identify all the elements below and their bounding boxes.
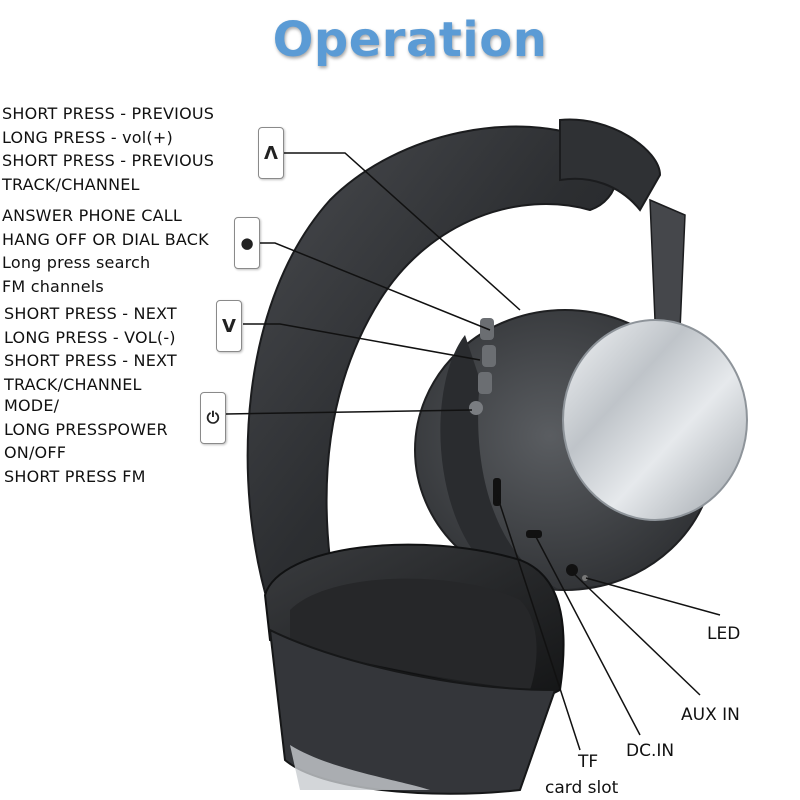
desc-line: SHORT PRESS - NEXT [4, 351, 177, 370]
desc-line: HANG OFF OR DIAL BACK [2, 229, 209, 249]
power-icon: ⏻ [200, 392, 226, 444]
desc-line: LONG PRESSPOWER [4, 419, 168, 439]
leader-line-led [585, 577, 721, 616]
leader-line-up [283, 152, 521, 311]
leader-line-call [259, 242, 491, 331]
leader-line-aux [571, 571, 701, 696]
desc-line: TRACK/CHANNEL [2, 174, 140, 194]
chevron-down-icon: V [216, 300, 242, 352]
desc-line: FM channels [2, 276, 104, 296]
button-description-up: SHORT PRESS - PREVIOUS LONG PRESS - vol(… [2, 102, 214, 196]
port-label-tf-card-slot: card slot [545, 778, 619, 798]
leader-line-tf [496, 494, 581, 751]
port-label-led: LED [707, 624, 741, 644]
leader-line-power [225, 409, 473, 415]
leader-line-dc [534, 534, 641, 736]
ear-cup-plate [562, 319, 748, 521]
desc-line: ON/OFF [4, 443, 67, 462]
chevron-up-icon: Λ [258, 127, 284, 179]
desc-line: SHORT PRESS FM [4, 466, 146, 486]
desc-line: LONG PRESS - vol(+) [2, 127, 173, 147]
desc-line: LONG PRESS - VOL(-) [4, 327, 176, 347]
port-label-dc: DC.IN [626, 741, 675, 761]
button-description-call: ANSWER PHONE CALL HANG OFF OR DIAL BACK … [2, 204, 209, 298]
drop-icon: ● [234, 217, 260, 269]
button-description-power: MODE/ LONG PRESSPOWER ON/OFF SHORT PRESS… [4, 394, 168, 488]
leader-line-down [243, 323, 481, 361]
page-title: Operation [272, 12, 548, 68]
port-label-tf: TF [578, 752, 599, 772]
desc-line: SHORT PRESS - PREVIOUS [2, 151, 215, 170]
desc-line: Long press search [2, 253, 151, 272]
desc-line: SHORT PRESS - NEXT [4, 304, 177, 323]
port-label-aux: AUX IN [681, 705, 740, 725]
desc-line: MODE/ [4, 396, 60, 415]
button-description-down: SHORT PRESS - NEXT LONG PRESS - VOL(-) S… [4, 302, 177, 396]
desc-line: ANSWER PHONE CALL [2, 206, 182, 225]
desc-line: TRACK/CHANNEL [4, 374, 142, 394]
desc-line: SHORT PRESS - PREVIOUS [2, 104, 215, 123]
